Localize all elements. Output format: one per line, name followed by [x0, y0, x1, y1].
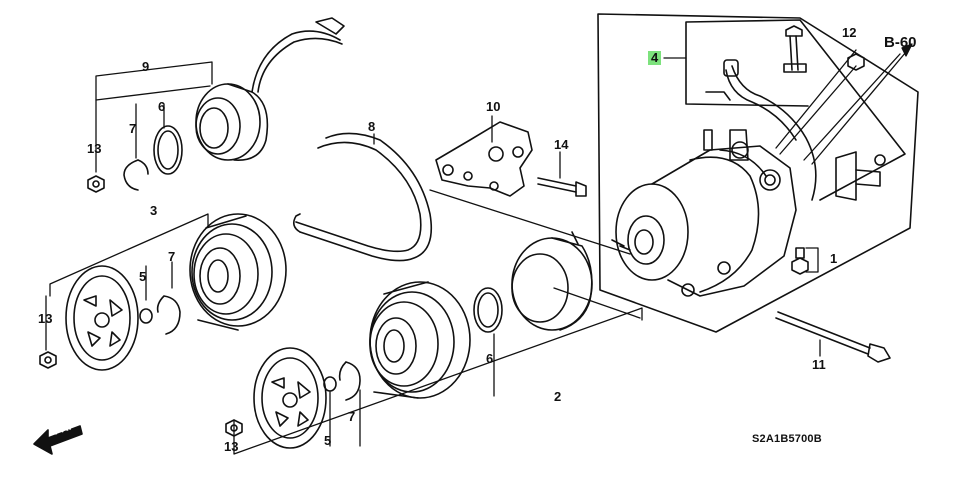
callout-8: 8: [368, 119, 376, 134]
circlip-bottom: [338, 361, 361, 401]
field-coil: [195, 17, 345, 161]
callout-7a: 7: [129, 121, 137, 136]
pulley-left: [189, 213, 287, 331]
bracket-bolt: [537, 177, 587, 197]
callout-10: 10: [486, 99, 501, 114]
callout-5b: 5: [324, 433, 332, 448]
drive-belt: [292, 132, 433, 262]
snap-ring-bottom: [473, 287, 503, 333]
callout-12: 12: [842, 25, 857, 40]
compressor-bracket: [435, 121, 533, 197]
callout-5a: 5: [139, 269, 147, 284]
callout-13b: 13: [38, 311, 53, 326]
bolt-12: [847, 53, 865, 71]
callout-2: 2: [554, 389, 562, 404]
circlip-left: [156, 295, 181, 335]
callout-6a: 6: [158, 99, 166, 114]
long-bolt-11: [775, 311, 891, 363]
compressor-boundary: [597, 13, 919, 333]
snap-ring-top: [153, 125, 183, 175]
callout-11: 11: [812, 357, 826, 372]
drawing-code: S2A1B5700B: [752, 433, 822, 445]
top-bolt: [783, 25, 807, 73]
nut-left: [39, 351, 57, 369]
armature-plate-bottom: [253, 347, 327, 449]
callout-3: 3: [150, 203, 158, 218]
callout-13a: 13: [87, 141, 102, 156]
field-coil-bottom: [511, 231, 593, 331]
leader-lines: [45, 43, 913, 455]
wire-harness: [705, 59, 817, 201]
reference-code: B-60: [884, 34, 917, 51]
circlip-top: [123, 159, 149, 191]
callout-1: 1: [830, 251, 838, 266]
shim-left: [139, 308, 153, 324]
callout-14: 14: [554, 137, 569, 152]
bracket-clip: [835, 151, 886, 201]
callout-7b: 7: [168, 249, 176, 264]
compressor-body: [611, 129, 797, 297]
bolt-1: [791, 247, 809, 275]
armature-plate-left: [65, 265, 139, 371]
sub-assembly-frame: [685, 19, 906, 201]
callout-6b: 6: [486, 351, 494, 366]
callout-9: 9: [142, 59, 150, 74]
callout-7c: 7: [348, 409, 356, 424]
shim-bottom: [323, 376, 337, 392]
pulley-bottom: [369, 281, 471, 399]
callout-13c: 13: [224, 439, 239, 454]
callout-4: 4: [648, 51, 662, 65]
front-arrow-icon: [33, 425, 83, 455]
nut-top: [87, 175, 105, 193]
